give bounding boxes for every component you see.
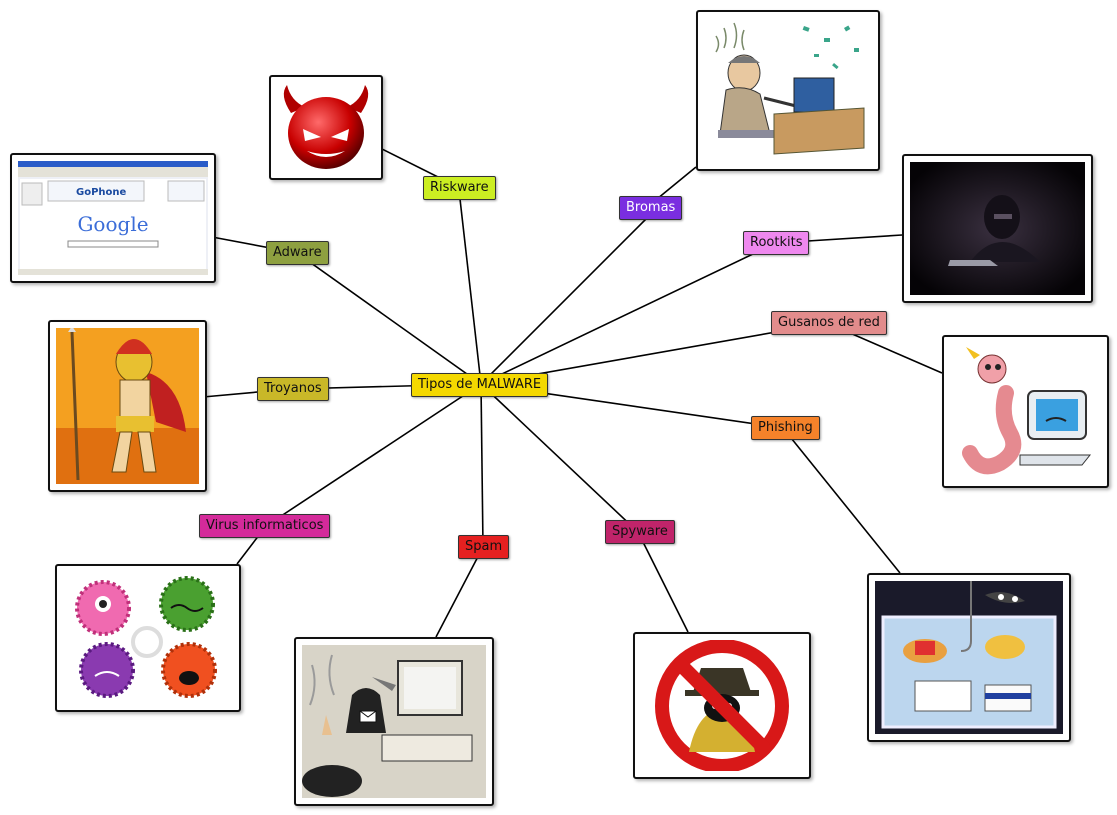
- image-virus-germs: [55, 564, 241, 712]
- ad-brand-text: GoPhone: [76, 187, 127, 198]
- node-spam[interactable]: Spam: [458, 535, 510, 559]
- connector-line: [296, 252, 482, 385]
- connector-line: [480, 383, 484, 548]
- node-spyware[interactable]: Spyware: [605, 520, 675, 544]
- image-spam-trash-monitor: [294, 637, 494, 806]
- image-rootkits-hacker: [902, 154, 1093, 303]
- image-riskware-devil: [269, 75, 383, 180]
- google-logo-text: Google: [77, 212, 148, 236]
- image-spyware-prohibited: [633, 632, 811, 779]
- node-virus-informaticos[interactable]: Virus informaticos: [199, 514, 331, 538]
- image-adware-browser: GoPhone Google: [10, 153, 216, 283]
- connector-line: [265, 383, 482, 527]
- node-phishing[interactable]: Phishing: [751, 416, 820, 440]
- connector-line: [435, 546, 484, 638]
- node-troyanos[interactable]: Troyanos: [257, 377, 329, 401]
- image-bromas-angry-man: [696, 10, 880, 171]
- image-gusanos-worm: [942, 335, 1109, 488]
- node-riskware[interactable]: Riskware: [423, 176, 496, 200]
- node-bromas[interactable]: Bromas: [619, 196, 683, 220]
- connector-line: [459, 198, 482, 385]
- connector-line: [637, 531, 689, 633]
- node-center-tipos-de-malware[interactable]: Tipos de MALWARE: [411, 373, 549, 397]
- connector-line: [480, 242, 777, 385]
- connector-line: [480, 218, 647, 385]
- node-adware[interactable]: Adware: [266, 241, 329, 265]
- node-gusanos-de-red[interactable]: Gusanos de red: [771, 311, 887, 335]
- image-phishing-fish: [867, 573, 1071, 742]
- connector-line: [480, 383, 639, 533]
- image-troyanos-warrior: [48, 320, 207, 492]
- connector-line: [782, 427, 901, 574]
- node-rootkits[interactable]: Rootkits: [743, 231, 810, 255]
